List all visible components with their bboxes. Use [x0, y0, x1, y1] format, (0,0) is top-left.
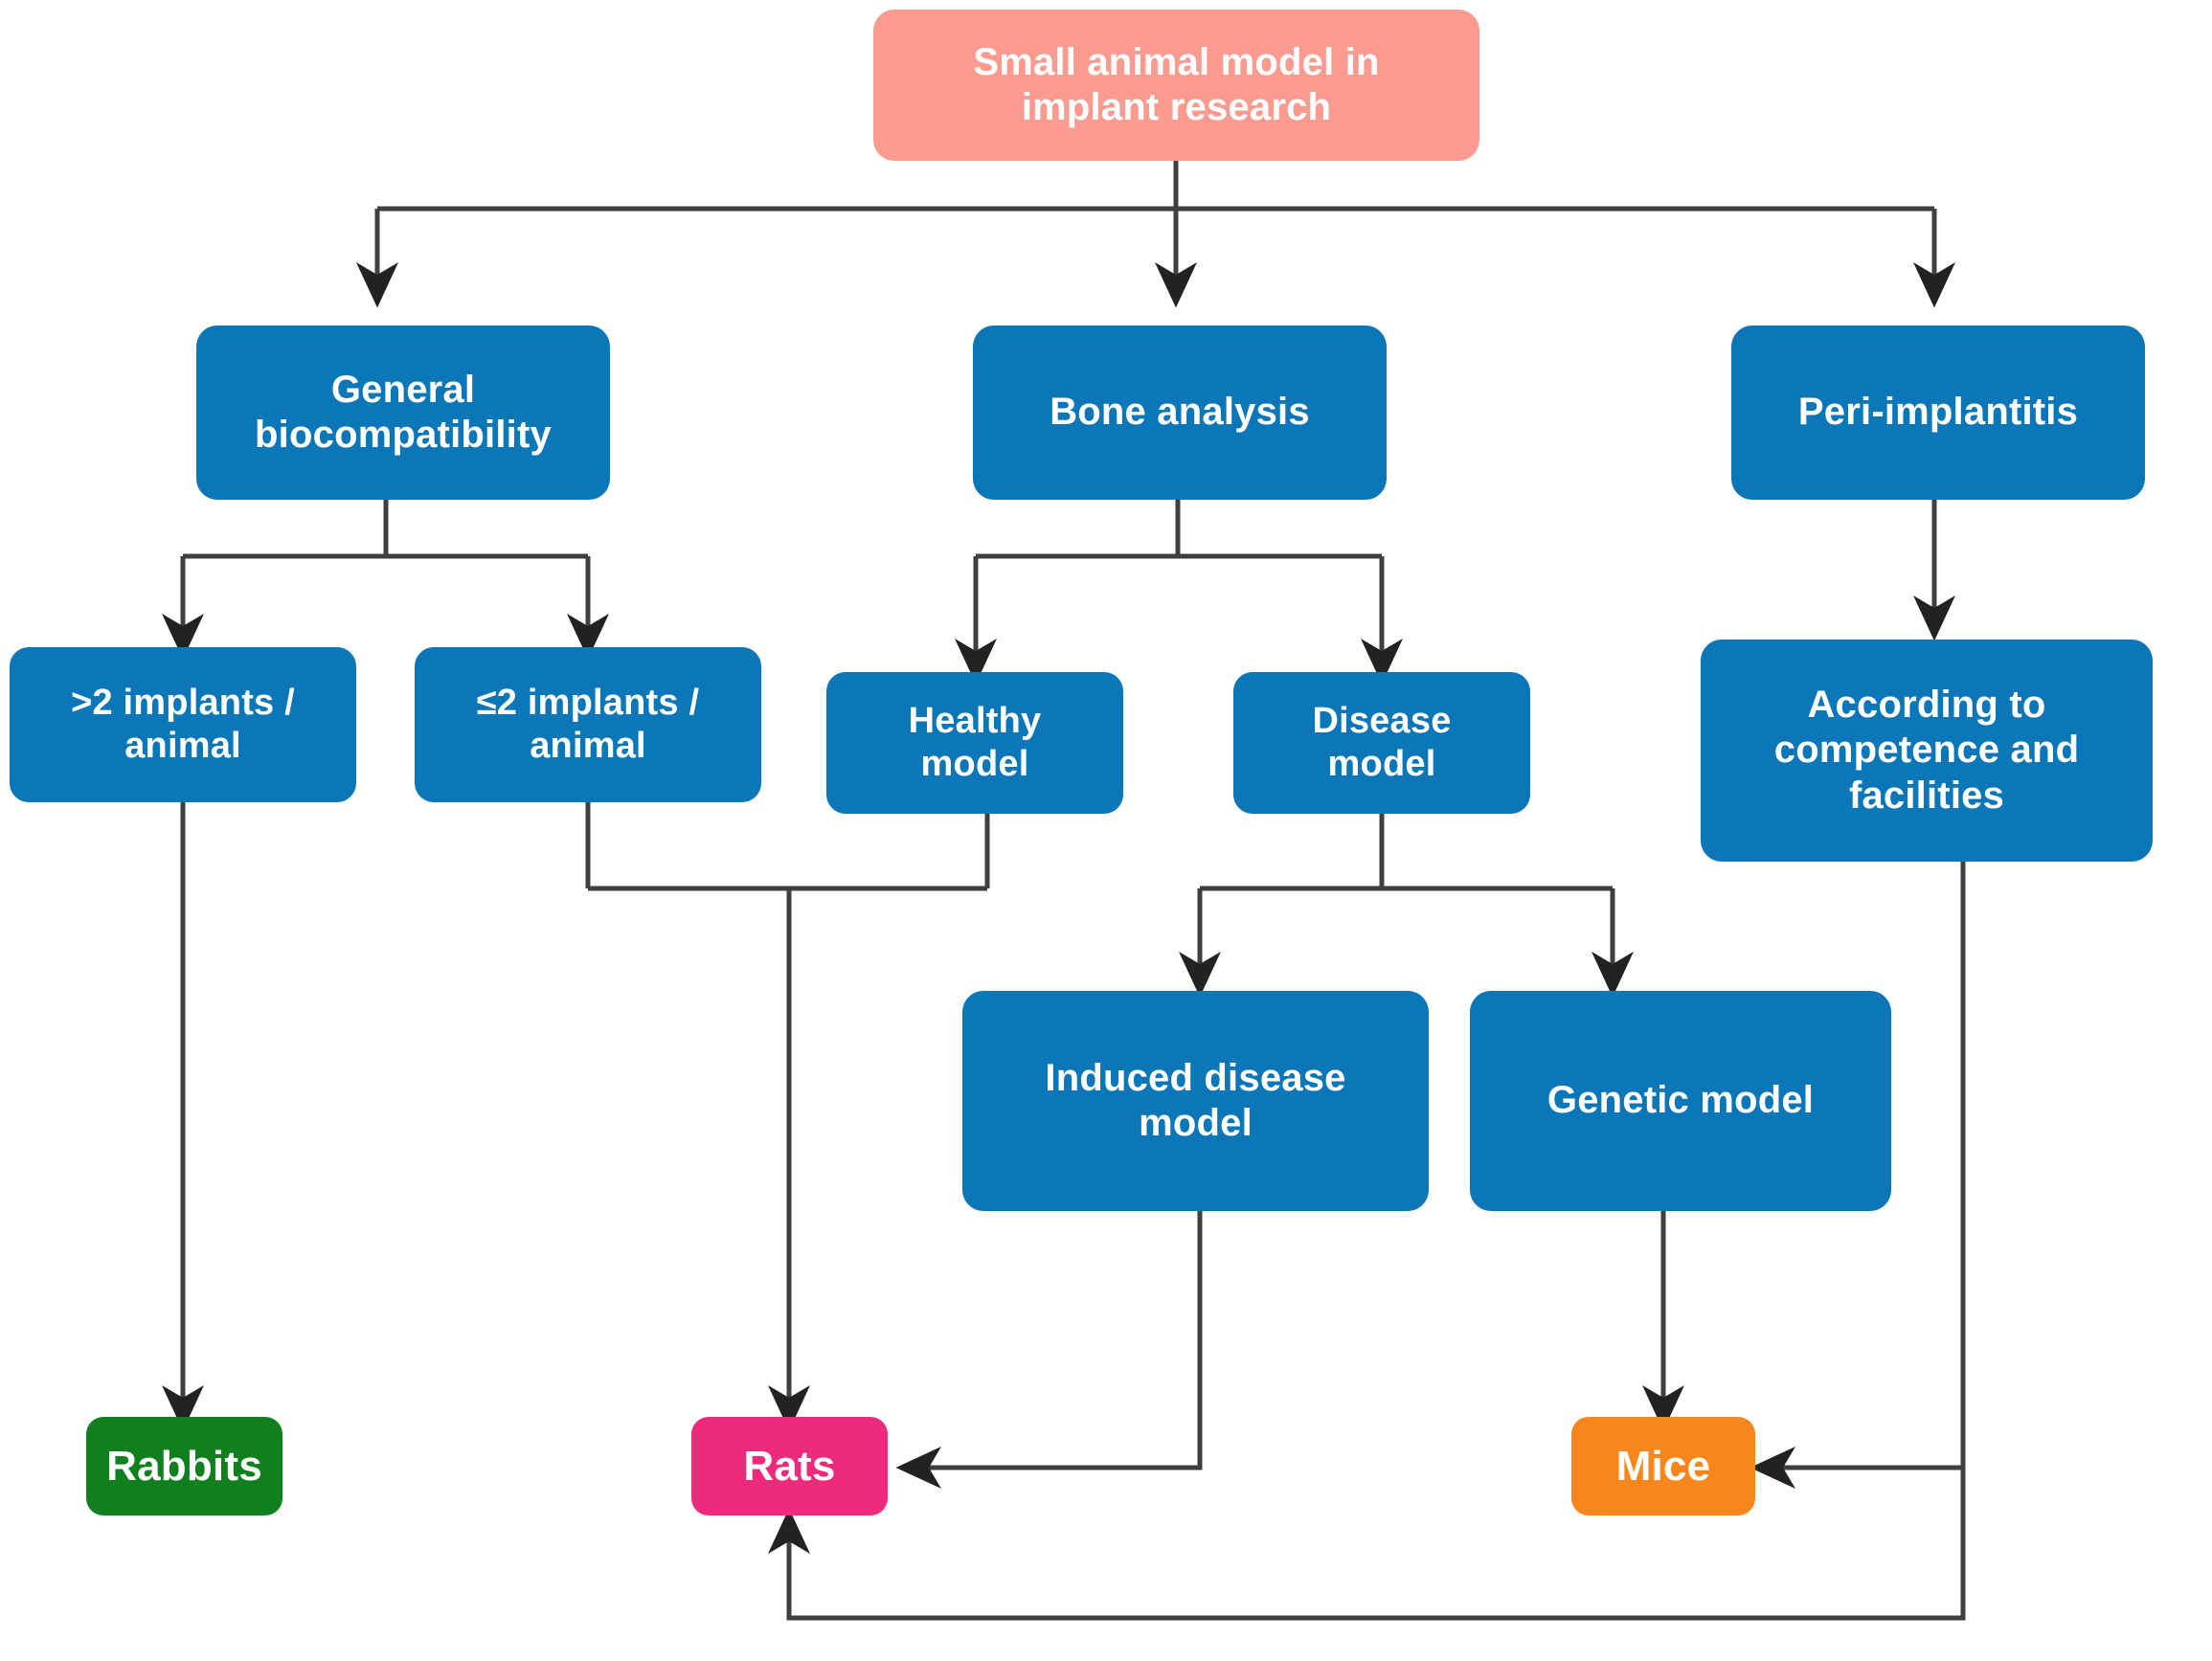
node-peri-implantitis[interactable]: Peri-implantitis [1731, 325, 2145, 500]
node-rats[interactable]: Rats [691, 1417, 888, 1515]
node-mice[interactable]: Mice [1571, 1417, 1755, 1515]
node-induced-disease-model[interactable]: Induced disease model [962, 991, 1429, 1211]
node-healthy-model-label: Healthy model [908, 701, 1042, 784]
edge-competence-to-rats [768, 1468, 1966, 1621]
node-genetic-model[interactable]: Genetic model [1470, 991, 1891, 1211]
node-disease-model-label: Disease model [1312, 701, 1452, 784]
node-two-or-fewer-implants-label: ≤2 implants / animal [476, 683, 700, 766]
node-root[interactable]: Small animal model in implant research [873, 10, 1479, 161]
node-rabbits-label: Rabbits [106, 1442, 262, 1490]
node-bone-analysis[interactable]: Bone analysis [973, 325, 1387, 500]
node-root-label: Small animal model in implant research [973, 40, 1380, 128]
node-according-to-competence[interactable]: According to competence and facilities [1701, 640, 2153, 862]
node-more-than-two-implants[interactable]: >2 implants / animal [10, 647, 356, 802]
node-rats-label: Rats [743, 1442, 836, 1490]
node-rabbits[interactable]: Rabbits [86, 1417, 282, 1515]
node-according-to-competence-label: According to competence and facilities [1773, 684, 2080, 817]
node-two-or-fewer-implants[interactable]: ≤2 implants / animal [415, 647, 761, 802]
node-general-biocompatibility-label: General biocompatibility [255, 368, 552, 456]
node-mice-label: Mice [1615, 1442, 1711, 1490]
edge-induced-to-rats [895, 1211, 1203, 1489]
node-more-than-two-implants-label: >2 implants / animal [71, 683, 295, 766]
node-general-biocompatibility[interactable]: General biocompatibility [196, 325, 610, 500]
node-disease-model[interactable]: Disease model [1233, 672, 1530, 814]
node-healthy-model[interactable]: Healthy model [826, 672, 1123, 814]
node-peri-implantitis-label: Peri-implantitis [1797, 391, 2079, 434]
node-genetic-model-label: Genetic model [1546, 1079, 1815, 1122]
node-induced-disease-model-label: Induced disease model [1045, 1056, 1346, 1144]
node-bone-analysis-label: Bone analysis [1050, 391, 1310, 434]
